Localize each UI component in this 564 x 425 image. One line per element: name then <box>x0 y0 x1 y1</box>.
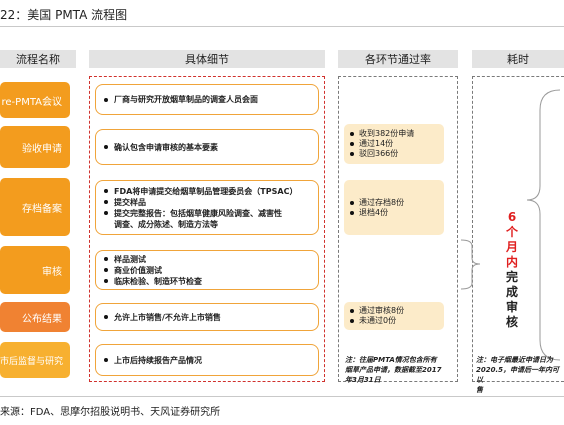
stage-postmarket: 市后监督与研究 <box>0 342 70 378</box>
detail-text: FDA将申请提交给烟草制品管理委员会（TPSAC） <box>114 186 298 196</box>
rate-text: 未通过0份 <box>359 316 397 325</box>
header-process: 流程名称 <box>0 50 76 68</box>
bullet-icon <box>104 97 108 102</box>
top-divider <box>0 26 564 27</box>
detail-text: 临床检验、制造环节检查 <box>114 276 202 286</box>
rate-box-result: 通过审核8份 未通过0份 <box>344 302 444 330</box>
bullet-icon <box>350 200 354 205</box>
detail-dashed-frame <box>89 76 325 382</box>
detail-text: 确认包含申请审核的基本要素 <box>114 142 218 152</box>
rate-footnote: 注：往届PMTA情况包含所有 烟草产品申请，数据截至2017 年3月31日 <box>345 356 442 384</box>
bullet-icon <box>104 200 108 204</box>
bullet-icon <box>104 358 108 362</box>
rate-text: 通过存档8份 <box>359 197 405 207</box>
stage-pre-pmta: re-PMTA会议 <box>0 82 70 118</box>
detail-text: 上市后持续报告产品情况 <box>114 355 202 365</box>
detail-text: 提交样品 <box>114 197 146 207</box>
source-caption: 来源：FDA、思摩尔招股说明书、天风证券研究所 <box>0 407 221 418</box>
rate-box-acceptance: 收到382份申请 通过14份 驳回366份 <box>344 124 444 164</box>
bullet-icon <box>104 268 108 272</box>
detail-text: 提交完整报告：包括烟草健康风险调查、减害性 <box>114 208 282 218</box>
rate-box-filing: 通过存档8份 退档4份 <box>344 180 444 235</box>
review-brace-icon <box>460 239 481 290</box>
bullet-icon <box>104 145 108 149</box>
bullet-icon <box>104 315 108 319</box>
rate-dashed-frame <box>338 76 458 382</box>
rate-text: 退档4份 <box>359 207 389 217</box>
timeline-brace-icon <box>526 89 561 361</box>
stage-result: 公布结果 <box>0 302 70 332</box>
detail-text: 样品测试 <box>114 254 146 264</box>
bullet-icon <box>104 257 108 261</box>
rate-text: 驳回366份 <box>359 149 399 158</box>
bullet-icon <box>350 142 354 146</box>
detail-text: 商业价值测试 <box>114 265 162 275</box>
bullet-icon <box>350 319 354 323</box>
detail-text-continued: 调查、成分陈述、制造方法等 <box>114 219 218 229</box>
detail-box-filing: FDA将申请提交给烟草制品管理委员会（TPSAC） 提交样品 提交完整报告：包括… <box>95 180 319 235</box>
header-time: 耗时 <box>472 50 564 68</box>
bullet-icon <box>104 189 108 193</box>
bullet-icon <box>350 132 354 136</box>
bullet-icon <box>350 210 354 215</box>
bullet-icon <box>104 211 108 215</box>
bullet-icon <box>350 309 354 313</box>
header-rate: 各环节通过率 <box>338 50 458 68</box>
stage-filing: 存档备案 <box>0 178 70 236</box>
time-duration-label: 6 个 月 内 完 成 审 核 <box>505 210 518 329</box>
detail-text: 厂商与研究开放烟草制品的调查人员会面 <box>114 95 258 104</box>
detail-box-review: 样品测试 商业价值测试 临床检验、制造环节检查 <box>95 250 319 290</box>
detail-box-postmarket: 上市后持续报告产品情况 <box>95 344 319 376</box>
time-dashed-frame <box>472 76 564 382</box>
detail-box-result: 允许上市销售/不允许上市销售 <box>95 303 319 331</box>
detail-box-acceptance: 确认包含申请审核的基本要素 <box>95 129 319 165</box>
bottom-divider <box>0 396 564 397</box>
rate-text: 通过14份 <box>359 139 394 148</box>
rate-text: 通过审核8份 <box>359 306 405 315</box>
stage-review: 审核 <box>0 246 70 294</box>
detail-box-pre-pmta: 厂商与研究开放烟草制品的调查人员会面 <box>95 84 319 115</box>
bullet-icon <box>104 279 108 283</box>
time-footnote: 注：电子烟最近申请日为 2020.5，申请后一年内可以 售 <box>476 356 560 394</box>
rate-text: 收到382份申请 <box>359 129 415 138</box>
stage-acceptance: 验收申请 <box>0 126 70 168</box>
figure-title: 22：美国 PMTA 流程图 <box>0 8 128 22</box>
detail-text: 允许上市销售/不允许上市销售 <box>114 312 221 322</box>
bullet-icon <box>350 152 354 156</box>
header-detail: 具体细节 <box>89 50 325 68</box>
